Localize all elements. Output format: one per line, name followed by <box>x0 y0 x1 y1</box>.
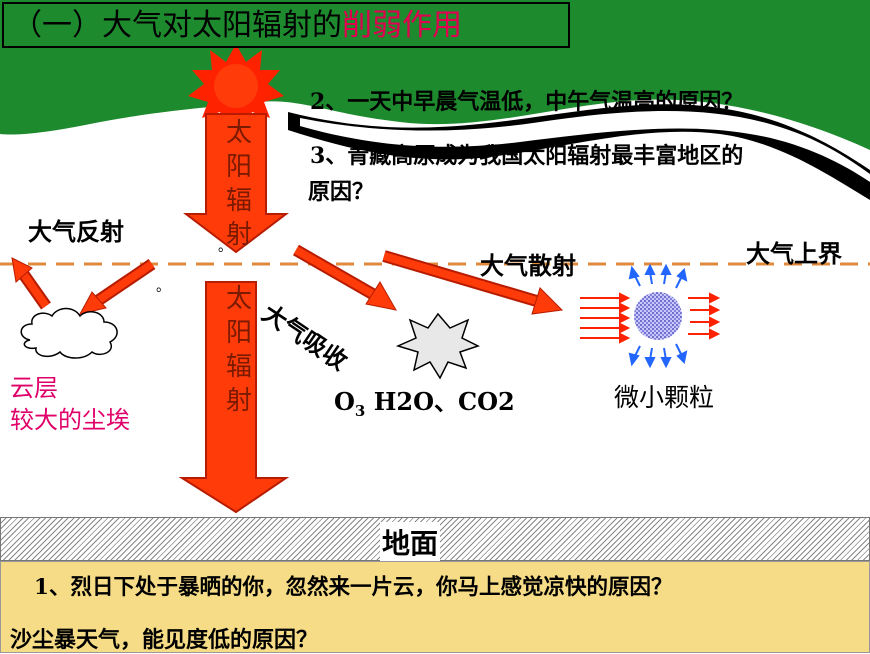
arrow-text-bottom: 太 阳 辐 射 <box>222 282 256 418</box>
arrow-char: 辐 <box>225 186 252 216</box>
small-particle-icon <box>634 292 682 340</box>
question-2: 2、一天中早晨气温低，中午气温高的原因？ <box>310 89 744 115</box>
sun-icon <box>188 44 284 130</box>
label-atmospheric-scattering: 大气散射 <box>480 252 576 280</box>
gas-o3: O <box>334 387 355 416</box>
solar-radiation-arrow-bottom <box>178 281 290 514</box>
section-title: （一）大气对太阳辐射的削弱作用 <box>2 2 570 48</box>
gas-molecules-burst-icon <box>395 312 480 380</box>
arrow-char: 阳 <box>225 318 252 348</box>
absorption-arrow <box>293 244 397 311</box>
bottom-question-box <box>0 561 870 653</box>
dot-mark: 。 <box>156 279 170 295</box>
question-3-line1: 3、青藏高原成为我国太阳辐射最丰富地区的 <box>310 143 744 169</box>
label-gases: O3 H2O、CO2 <box>334 382 515 420</box>
dot-mark: 。 <box>218 239 232 255</box>
arrow-char: 太 <box>225 118 252 148</box>
gas-others: H2O、CO2 <box>373 387 515 416</box>
scatter-arrows-blue <box>628 263 688 369</box>
arrow-char: 射 <box>225 386 252 416</box>
reflection-arrows <box>11 257 156 315</box>
incoming-rays <box>580 292 721 344</box>
question-3-line2: 原因？ <box>308 179 375 205</box>
title-prefix: （一）大气对太阳辐射的 <box>12 8 342 43</box>
arrow-char: 射 <box>225 220 252 250</box>
arrow-char: 太 <box>225 284 252 314</box>
title-highlight: 削弱作用 <box>342 8 462 43</box>
arrow-text-top: 太 阳 辐 射 <box>222 116 256 252</box>
arrow-char: 阳 <box>225 152 252 182</box>
gas-o3-subscript: 3 <box>354 401 366 420</box>
label-small-particles: 微小颗粒 <box>614 383 715 412</box>
label-ground: 地面 <box>380 522 441 562</box>
label-atmosphere-upper-boundary: 大气上界 <box>746 240 842 268</box>
arrow-char: 辐 <box>225 352 252 382</box>
question-dust-storm: 沙尘暴天气，能见度低的原因？ <box>10 627 319 653</box>
question-1: 1、烈日下处于暴晒的你，忽然来一片云，你马上感觉凉快的原因？ <box>34 575 673 600</box>
label-large-dust: 较大的尘埃 <box>10 406 130 434</box>
cloud-icon <box>20 307 118 359</box>
label-atmospheric-reflection: 大气反射 <box>28 218 124 246</box>
scattering-arrow <box>382 250 564 315</box>
label-cloud-layer: 云层 <box>10 374 58 402</box>
solar-radiation-arrow-top <box>183 113 289 254</box>
